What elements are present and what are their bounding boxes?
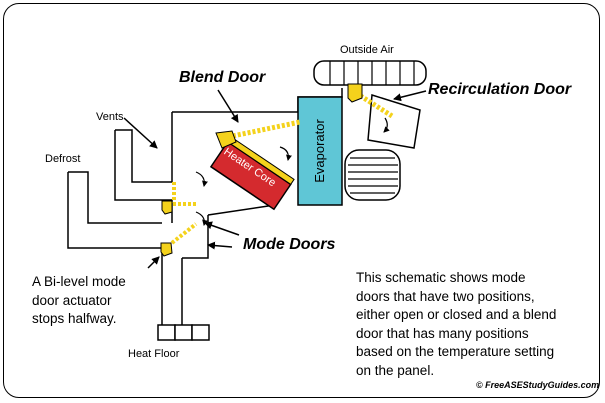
- outside-air-inlet: [313, 60, 427, 86]
- door-actuator-icon: [160, 242, 173, 257]
- door-actuator-icon: [347, 83, 363, 103]
- blend-door: [227, 119, 301, 140]
- schematic-note: This schematic shows mode doors that hav…: [356, 269, 556, 380]
- mode-doors-label: Mode Doors: [243, 236, 336, 253]
- recirculation-door-label: Recirculation Door: [428, 81, 572, 98]
- door-actuator-icon: [161, 200, 173, 215]
- heat-floor-label: Heat Floor: [128, 348, 180, 360]
- evaporator-core: [297, 96, 343, 206]
- schematic-note-line: on the panel.: [356, 362, 435, 378]
- duct-outline: [67, 88, 343, 325]
- schematic-note-line: This schematic shows mode: [356, 270, 526, 285]
- inlet-grille: [329, 61, 415, 85]
- diagram-frame: [3, 3, 600, 398]
- schematic-note-line: door that has many positions: [356, 325, 529, 341]
- pointer-arrow-icon: [123, 89, 427, 269]
- heater-core: [209, 136, 295, 211]
- heat-floor-outlet: [157, 324, 210, 341]
- schematic-note-line: doors that have two positions,: [356, 288, 535, 304]
- credit-text: © FreeASEStudyGuides.com: [476, 380, 600, 390]
- vents-label: Vents: [96, 111, 124, 123]
- outside-air-label: Outside Air: [340, 44, 394, 56]
- bi-level-note-line: stops halfway.: [32, 311, 117, 326]
- schematic-note-line: based on the temperature setting: [356, 344, 555, 359]
- bi-level-mode-door: [166, 222, 198, 248]
- schematic-note-line: either open or closed and a blend: [356, 307, 557, 322]
- defrost-label: Defrost: [45, 153, 81, 165]
- door-actuator-icon: [215, 130, 237, 149]
- recirc-inlet: [367, 94, 421, 149]
- blend-door-label: Blend Door: [179, 69, 266, 86]
- evaporator-label: Evaporator: [312, 119, 327, 183]
- blower-fan-icon: [344, 149, 401, 201]
- bi-level-note-line: door actuator: [32, 292, 112, 308]
- bi-level-note-line: A Bi-level mode: [32, 274, 126, 289]
- bi-level-note: A Bi-level mode door actuator stops half…: [32, 273, 126, 329]
